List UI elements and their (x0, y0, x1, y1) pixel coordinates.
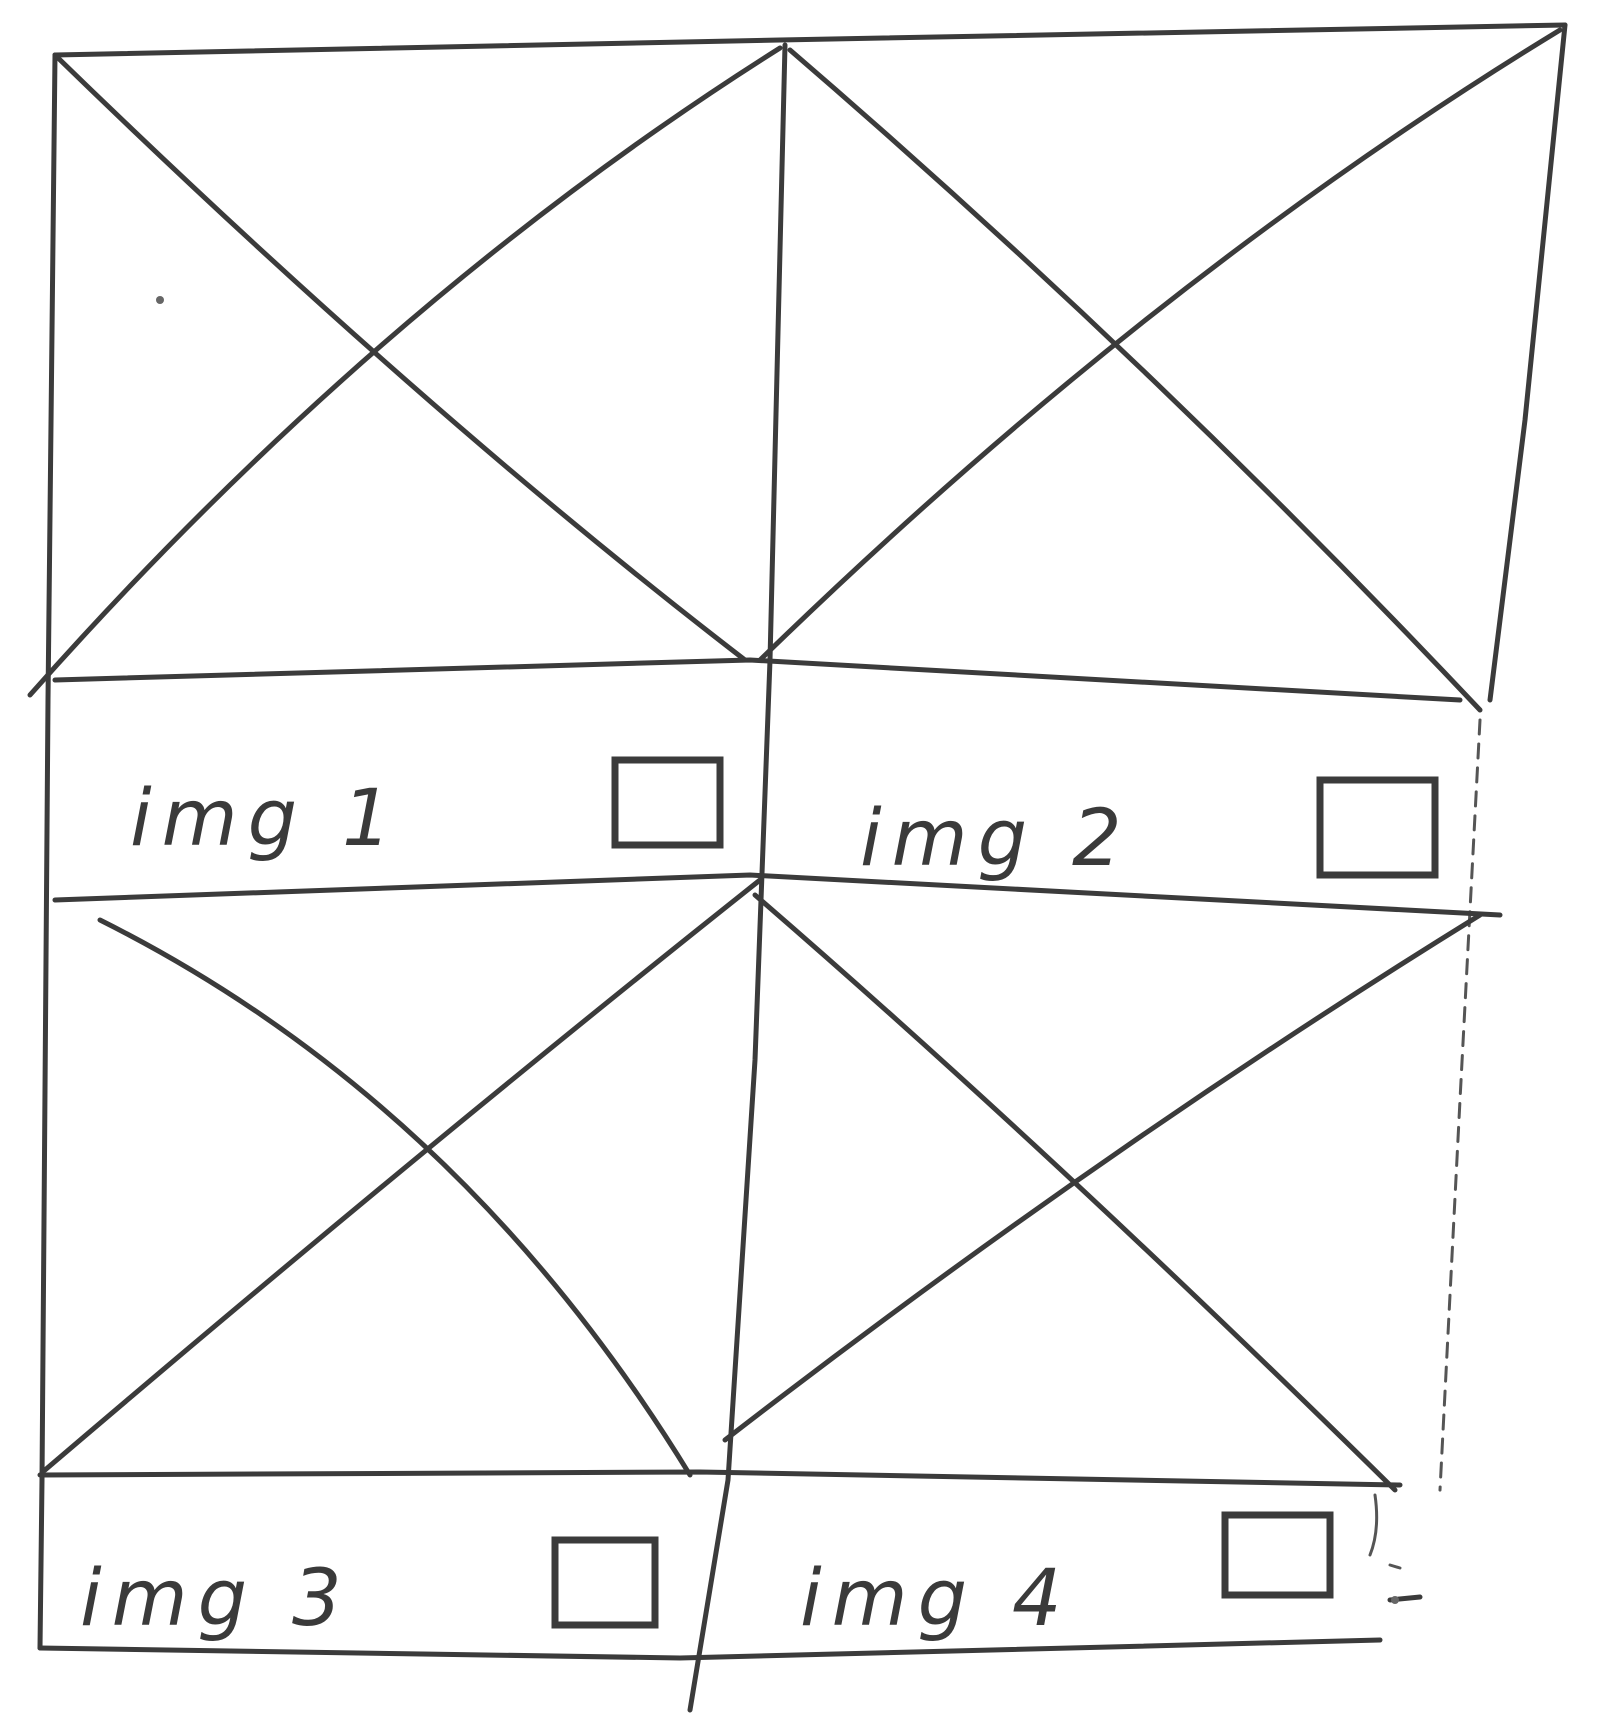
image-caption: img 3 (80, 1554, 352, 1644)
select-checkbox[interactable] (1316, 776, 1439, 879)
image-placeholder-icon (42, 877, 763, 1478)
row-divider-1 (52, 657, 1463, 703)
stray-pen-marks (156, 296, 1402, 1604)
select-checkbox[interactable] (551, 1536, 659, 1629)
row-divider-2 (52, 872, 1503, 918)
image-caption: img 2 (860, 794, 1132, 884)
image-caption: img 1 (130, 774, 402, 864)
image-caption: img 4 (800, 1554, 1072, 1644)
outer-frame (37, 22, 1568, 1661)
gallery-card[interactable]: img 1 (27, 45, 783, 864)
image-placeholder-icon (722, 892, 1483, 1493)
gallery-card[interactable]: img 2 (757, 27, 1563, 884)
select-checkbox[interactable] (1221, 1511, 1334, 1599)
gallery-card[interactable]: img 4 (722, 892, 1483, 1644)
image-placeholder-icon (757, 27, 1563, 713)
column-divider (687, 42, 788, 1713)
row-divider-3 (37, 1469, 1403, 1488)
select-checkbox[interactable] (611, 756, 724, 849)
image-placeholder-icon (27, 45, 783, 698)
gallery-card[interactable]: img 3 (42, 877, 763, 1644)
